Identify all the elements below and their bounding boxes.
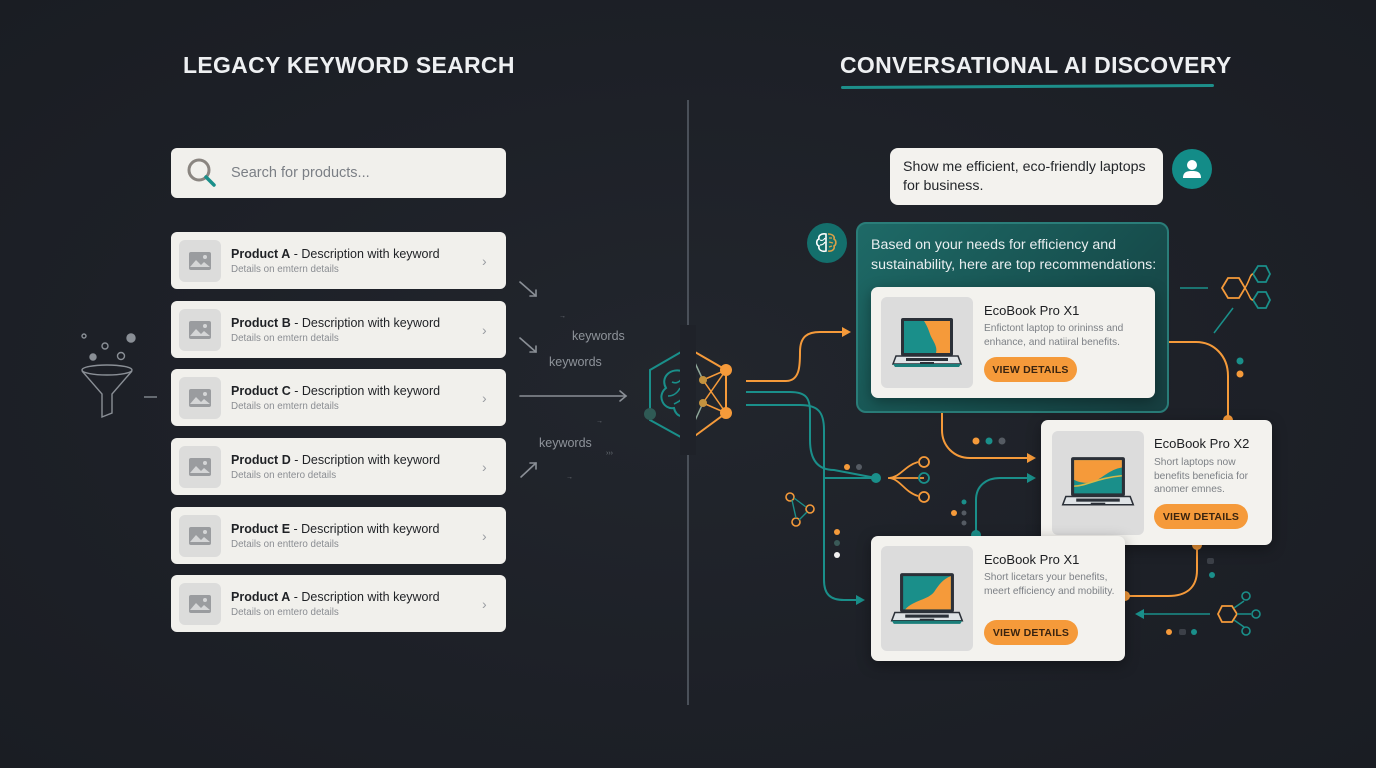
search-icon [187, 158, 216, 187]
view-details-button[interactable]: VIEW DETAILS [984, 620, 1078, 645]
product-name: Product C [231, 383, 291, 398]
product-details: Details on emtern details [231, 332, 339, 344]
user-message-bubble: Show me efficient, eco-friendly laptops … [890, 148, 1163, 205]
chevron-right-icon: › [482, 527, 487, 544]
legacy-search-title: LEGACY KEYWORD SEARCH [183, 52, 515, 78]
keyword-label: keywords [539, 436, 592, 450]
small-arrow-mark: → [596, 418, 603, 425]
search-input-placeholder: Search for products... [231, 165, 370, 181]
product-card-ecobook-pro-x2[interactable]: EcoBook Pro X2 Short laptops now benefit… [1041, 420, 1272, 545]
card-description: Enfictont laptop to orininss and enhance… [984, 323, 1124, 348]
card-title: EcoBook Pro X2 [1154, 436, 1250, 451]
card-title: EcoBook Pro X1 [984, 552, 1080, 567]
chevron-right-icon: › [482, 458, 487, 475]
product-row[interactable]: Product A - Description with keyword Det… [171, 575, 506, 632]
product-row[interactable]: Product A - Description with keyword Det… [171, 232, 506, 289]
product-details: Details on emtero details [231, 606, 339, 618]
image-placeholder-icon [179, 308, 221, 351]
product-name: Product D [231, 452, 291, 467]
ai-brain-icon [807, 223, 847, 263]
laptop-image [1052, 431, 1144, 535]
card-description: Short laptops now benefits beneficia for… [1154, 457, 1249, 495]
card-description: Short licetars your benefits, meert effi… [984, 572, 1115, 597]
image-placeholder-icon [179, 376, 221, 419]
laptop-image [881, 297, 973, 388]
image-placeholder-icon [179, 514, 221, 557]
product-name: Product A [231, 246, 291, 261]
user-avatar-icon [1172, 149, 1212, 189]
image-placeholder-icon [179, 582, 221, 625]
product-name: Product A [231, 589, 291, 604]
product-details: Details on emtern details [231, 263, 339, 275]
view-details-button[interactable]: VIEW DETAILS [984, 357, 1077, 382]
search-bar[interactable]: Search for products... [171, 148, 506, 198]
image-placeholder-icon [179, 445, 221, 488]
product-name: Product E [231, 521, 291, 536]
small-arrow-mark: → [566, 474, 573, 481]
product-details: Details on emtern details [231, 400, 339, 412]
image-placeholder-icon [179, 239, 221, 282]
ai-message-text: Based on your needs for efficiency and s… [871, 237, 1157, 273]
product-card-ecobook-pro-x1[interactable]: EcoBook Pro X1 Enfictont laptop to orini… [871, 287, 1155, 398]
product-row[interactable]: Product B - Description with keyword Det… [171, 301, 506, 358]
chevron-right-icon: › [482, 389, 487, 406]
small-arrow-mark: ››› [606, 450, 613, 457]
product-card-ecobook-pro-x1-alt[interactable]: EcoBook Pro X1 Short licetars your benef… [871, 536, 1125, 661]
card-title: EcoBook Pro X1 [984, 303, 1080, 318]
title-underline [840, 84, 1215, 89]
product-details: Details on entero details [231, 469, 337, 481]
funnel-icon [81, 333, 136, 419]
product-row[interactable]: Product D - Description with keyword Det… [171, 438, 506, 495]
keyword-label: keywords [572, 329, 625, 343]
product-row[interactable]: Product E - Description with keyword Det… [171, 507, 506, 564]
chevron-right-icon: › [482, 252, 487, 269]
chevron-right-icon: › [482, 595, 487, 612]
product-details: Details on enttero details [231, 538, 339, 550]
product-name: Product B [231, 315, 291, 330]
view-details-button[interactable]: VIEW DETAILS [1154, 504, 1248, 529]
chevron-right-icon: › [482, 321, 487, 338]
small-arrow-mark: → [559, 313, 566, 320]
product-row[interactable]: Product C - Description with keyword Det… [171, 369, 506, 426]
laptop-image [881, 546, 973, 651]
keyword-label: keywords [549, 355, 602, 369]
conversational-ai-title: CONVERSATIONAL AI DISCOVERY [840, 52, 1232, 78]
